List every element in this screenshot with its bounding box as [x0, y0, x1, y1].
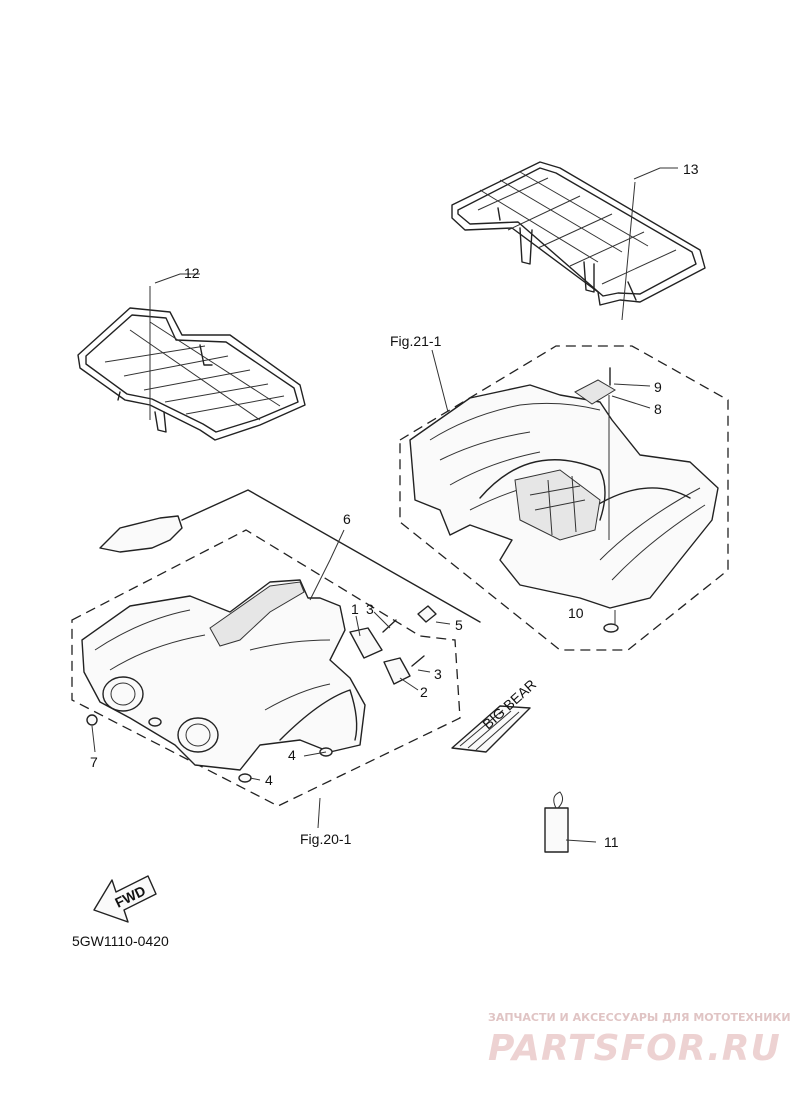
label-10: 10 [568, 605, 584, 621]
label-8: 8 [654, 401, 662, 417]
label-11: 11 [604, 834, 619, 850]
front-fender-pad [99, 489, 481, 623]
front-fender-group [71, 529, 461, 807]
label-13: 13 [683, 161, 699, 177]
leader-lines [91, 167, 678, 843]
label-4b: 4 [265, 772, 273, 788]
watermark: ЗАПЧАСТИ И АКСЕССУАРЫ ДЛЯ МОТОТЕХНИКИ PA… [488, 1011, 791, 1069]
label-7: 7 [90, 754, 98, 770]
label-fig-20-1: Fig.20-1 [300, 831, 352, 847]
drawing-code: 5GW1110-0420 [72, 933, 169, 949]
label-3a: 3 [366, 601, 374, 617]
front-carrier [77, 307, 306, 441]
label-3b: 3 [434, 666, 442, 682]
label-4a: 4 [288, 747, 296, 763]
label-6: 6 [343, 511, 351, 527]
watermark-logo: PARTSFOR.RU [488, 1028, 781, 1069]
label-5: 5 [455, 617, 463, 633]
warning-tag [544, 791, 569, 853]
label-12: 12 [184, 265, 200, 281]
part-labels: 12 13 Fig.21-1 9 8 10 6 1 3 5 3 2 7 4 4 … [72, 161, 699, 949]
watermark-tagline: ЗАПЧАСТИ И АКСЕССУАРЫ ДЛЯ МОТОТЕХНИКИ [488, 1011, 791, 1024]
label-1: 1 [351, 601, 359, 617]
label-2: 2 [420, 684, 428, 700]
big-bear-decal: BIG BEAR [451, 676, 539, 753]
label-fig-21-1: Fig.21-1 [390, 333, 442, 349]
rear-fender-group [399, 345, 729, 651]
label-9: 9 [654, 379, 662, 395]
rear-carrier [451, 161, 706, 306]
fwd-arrow-icon: FWD [93, 875, 157, 923]
